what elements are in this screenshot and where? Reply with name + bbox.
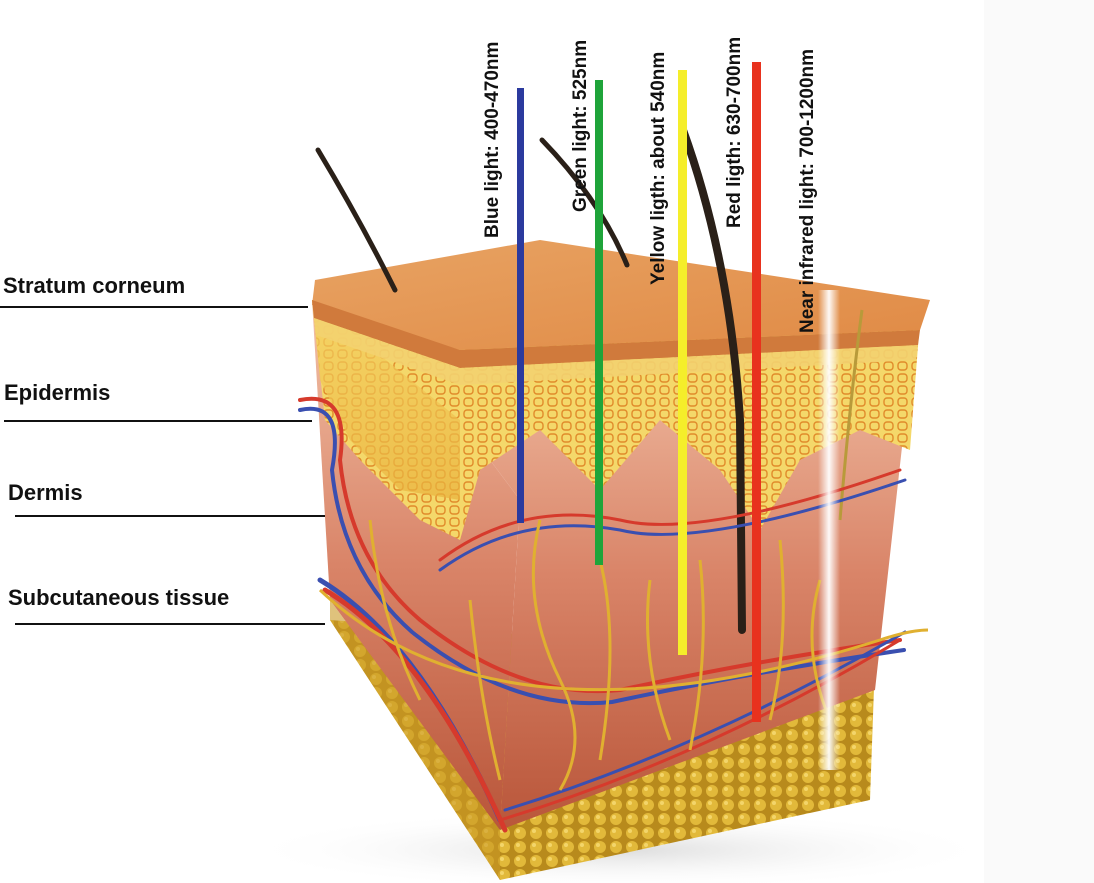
beam-label-yellow: Yellow ligth: about 540nm [648, 51, 669, 285]
beam-label-red: Red ligth: 630-700nm [724, 36, 745, 228]
layer-rule-subcutaneous-tissue [15, 623, 325, 625]
beam-label-green: Green light: 525nm [570, 39, 591, 212]
layer-rule-dermis [15, 515, 325, 517]
beam-label-blue: Blue light: 400-470nm [482, 41, 503, 238]
layer-label-dermis: Dermis [8, 480, 83, 505]
beam-label-near-infrared: Near infrared light: 700-1200nm [797, 48, 818, 333]
layer-rule-stratum-corneum [0, 306, 308, 308]
background-strip [984, 0, 1094, 883]
layer-rule-epidermis [4, 420, 312, 422]
layer-label-stratum-corneum: Stratum corneum [3, 273, 186, 298]
layer-label-subcutaneous-tissue: Subcutaneous tissue [8, 585, 230, 610]
layer-label-epidermis: Epidermis [4, 380, 111, 405]
